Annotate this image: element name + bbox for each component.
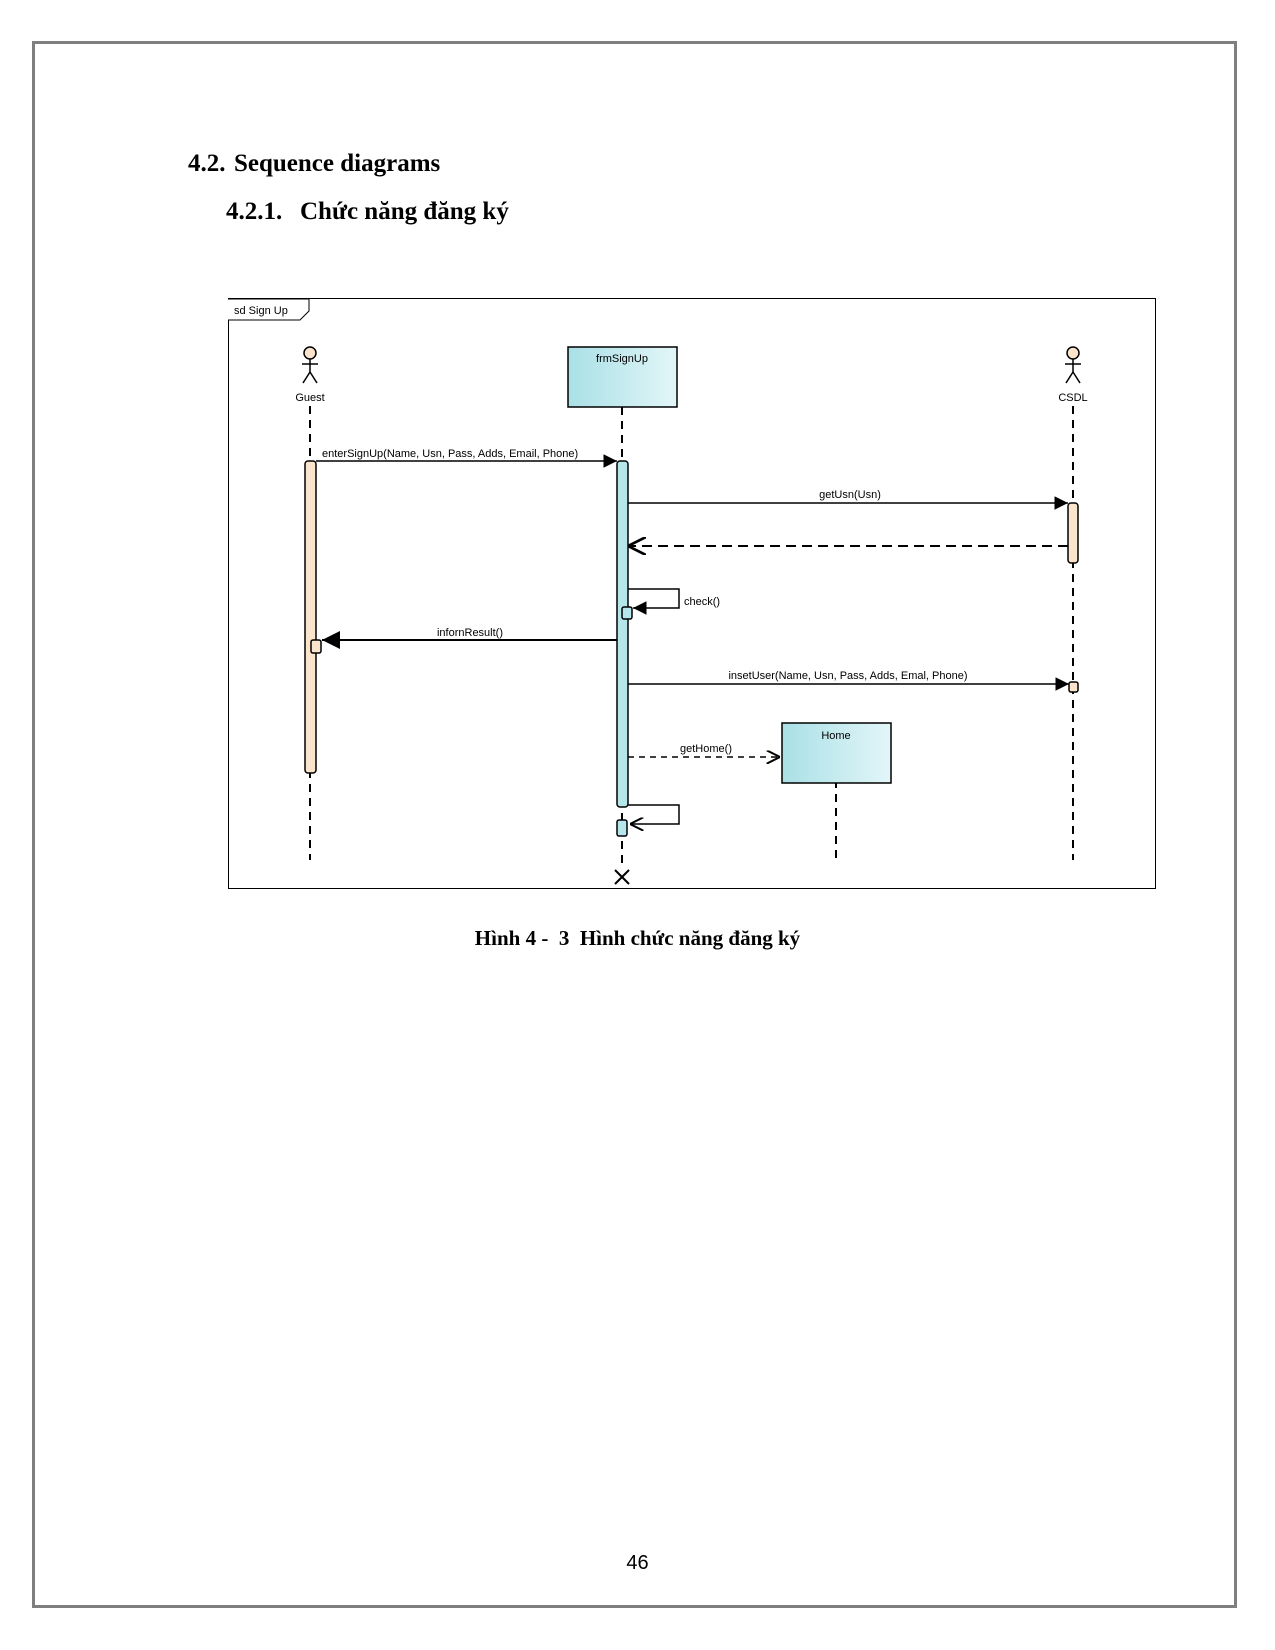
message-get-home: getHome() xyxy=(628,743,780,757)
message-label: insetUser(Name, Usn, Pass, Adds, Emal, P… xyxy=(728,670,967,682)
page-number: 46 xyxy=(626,1552,649,1574)
message-insert-user: insetUser(Name, Usn, Pass, Adds, Emal, P… xyxy=(628,670,1069,691)
section-title: Sequence diagrams xyxy=(234,150,441,177)
insert-activation xyxy=(1068,681,1079,693)
home-participant: Home xyxy=(781,722,892,784)
guest-label: Guest xyxy=(295,392,324,404)
message-get-usn: getUsn(Usn) xyxy=(628,489,1068,510)
section-number: 4.2. xyxy=(188,150,226,177)
message-inform-result: infornResult() xyxy=(322,627,617,649)
db-actor: CSDL xyxy=(1058,346,1088,404)
subsection-heading: 4.2.1. Chức năng đăng ký xyxy=(226,198,509,226)
frame-label: sd Sign Up xyxy=(234,305,288,317)
inform-activation xyxy=(310,639,322,654)
sequence-diagram-frame xyxy=(228,298,1156,889)
message-label: infornResult() xyxy=(437,627,503,639)
form-activation xyxy=(616,460,629,808)
check-activation xyxy=(621,606,633,620)
actor-head-icon xyxy=(303,346,317,360)
actor-head-icon xyxy=(1066,346,1080,360)
caption-text: Hình chức năng đăng ký xyxy=(579,926,801,950)
db-label: CSDL xyxy=(1058,392,1087,404)
message-label: getUsn(Usn) xyxy=(819,489,881,501)
message-enter-signup: enterSignUp(Name, Usn, Pass, Adds, Email… xyxy=(316,448,617,468)
message-check: check() xyxy=(628,588,720,615)
section-heading: 4.2. Sequence diagrams xyxy=(188,150,440,178)
figure-caption: Hình 4 - 3 Hình chức năng đăng ký xyxy=(0,926,1275,951)
subsection-number: 4.2.1. xyxy=(226,198,283,225)
home-label: Home xyxy=(821,730,850,742)
destroy-icon xyxy=(614,869,630,885)
message-label: getHome() xyxy=(680,743,732,755)
frame-label-tab: sd Sign Up xyxy=(228,298,310,321)
message-label: enterSignUp(Name, Usn, Pass, Adds, Email… xyxy=(322,448,578,460)
caption-prefix: Hình 4 - 3 xyxy=(474,926,570,950)
form-participant: frmSignUp xyxy=(567,346,678,408)
subsection-title: Chức năng đăng ký xyxy=(300,198,509,225)
guest-activation xyxy=(304,460,317,774)
message-label: check() xyxy=(684,596,720,608)
final-activation xyxy=(616,819,628,837)
guest-actor: Guest xyxy=(295,346,325,404)
self-message-final xyxy=(628,804,680,824)
page-border xyxy=(32,41,1237,1608)
db-activation xyxy=(1067,502,1079,564)
form-label: frmSignUp xyxy=(596,353,648,365)
